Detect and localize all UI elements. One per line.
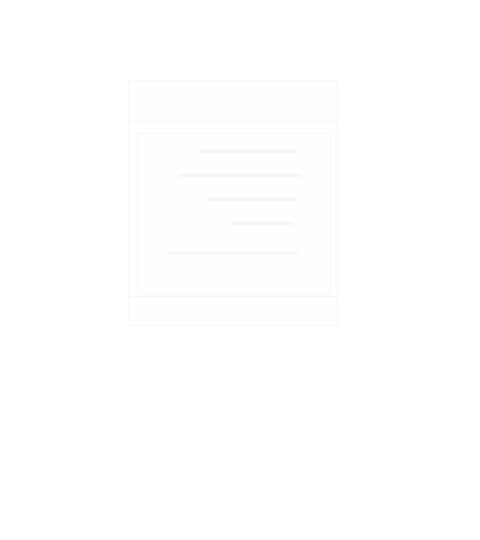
document-preview xyxy=(128,80,338,326)
document-body xyxy=(137,133,331,295)
document-header xyxy=(129,81,337,122)
text-line xyxy=(208,198,296,201)
text-line xyxy=(178,174,302,177)
text-line xyxy=(200,150,296,153)
document-footer xyxy=(129,296,337,325)
text-line xyxy=(168,252,298,255)
text-line xyxy=(230,222,294,225)
